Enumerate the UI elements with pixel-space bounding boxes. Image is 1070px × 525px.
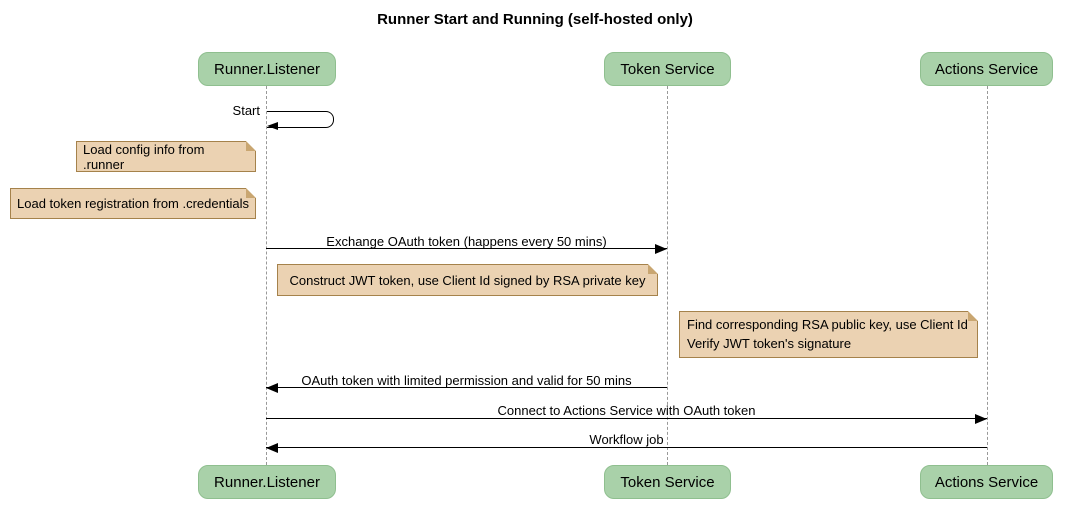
participant-label: Actions Service — [934, 473, 1039, 491]
message-arrow-workflow-job — [266, 443, 987, 453]
message-label-exchange-oauth: Exchange OAuth token (happens every 50 m… — [326, 234, 607, 249]
note-construct-jwt: Construct JWT token, use Client Id signe… — [277, 264, 658, 296]
lifeline-token-service — [667, 86, 668, 465]
diagram-title: Runner Start and Running (self-hosted on… — [377, 11, 693, 28]
note-load-credentials: Load token registration from .credential… — [10, 188, 256, 219]
message-label-start: Start — [232, 103, 260, 118]
note-text: Construct JWT token, use Client Id signe… — [289, 272, 646, 288]
arrowhead-start — [267, 122, 278, 130]
participant-label: Runner.Listener — [214, 60, 320, 78]
message-label-connect: Connect to Actions Service with OAuth to… — [497, 403, 756, 418]
note-text: Load token registration from .credential… — [17, 196, 249, 211]
participant-label: Actions Service — [934, 60, 1039, 78]
participant-token-service-top: Token Service — [604, 52, 731, 86]
message-label-oauth-return: OAuth token with limited permission and … — [301, 373, 632, 388]
lifeline-actions-service — [987, 86, 988, 465]
lifeline-runner-listener — [266, 86, 267, 465]
participant-actions-service-bottom: Actions Service — [920, 465, 1053, 499]
note-text-line-1: Find corresponding RSA public key, use C… — [687, 316, 968, 332]
participant-runner-listener-bottom: Runner.Listener — [198, 465, 336, 499]
note-load-config: Load config info from .runner — [76, 141, 256, 172]
participant-actions-service-top: Actions Service — [920, 52, 1053, 86]
participant-runner-listener-top: Runner.Listener — [198, 52, 336, 86]
participant-token-service-bottom: Token Service — [604, 465, 731, 499]
message-arrow-oauth-return — [266, 383, 667, 393]
message-arrow-connect — [266, 414, 987, 424]
participant-label: Runner.Listener — [214, 473, 320, 491]
note-text: Load config info from .runner — [83, 141, 205, 172]
message-label-workflow-job: Workflow job — [589, 432, 664, 447]
note-find-rsa-key: Find corresponding RSA public key, use C… — [679, 311, 978, 358]
participant-label: Token Service — [620, 473, 715, 491]
self-message-loop-start — [267, 111, 334, 128]
participant-label: Token Service — [620, 60, 715, 78]
note-text-line-2: Verify JWT token's signature — [687, 335, 852, 351]
message-arrow-exchange-oauth — [266, 244, 667, 254]
